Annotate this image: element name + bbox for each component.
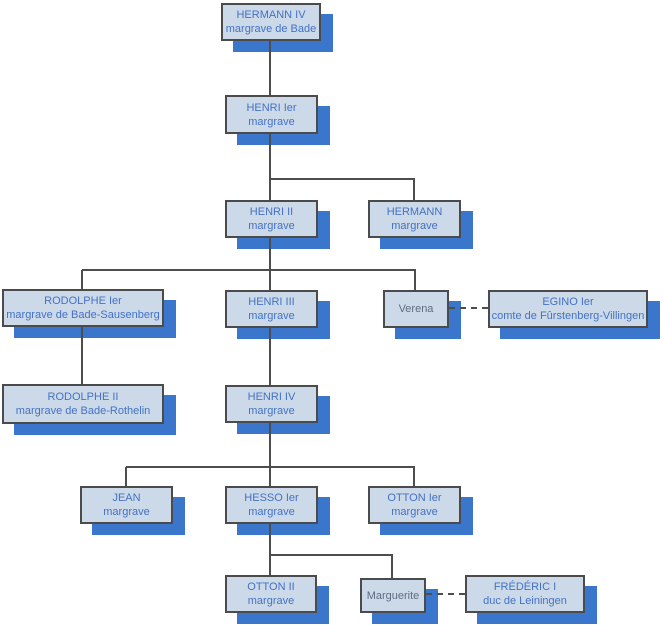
person-name: HESSO Ier	[244, 492, 299, 504]
person-name: HENRI III	[248, 296, 295, 308]
person-node-egino-ier[interactable]: EGINO Ier comte de Fûrstenberg-Villingen	[488, 290, 648, 328]
person-title: margrave	[391, 506, 438, 518]
descent-line	[126, 466, 415, 468]
person-name: HENRI IV	[247, 391, 296, 403]
person-name: HERMANN	[386, 206, 443, 218]
person-name: HENRI Ier	[246, 101, 297, 114]
person-title: comte de Fûrstenberg-Villingen	[491, 310, 645, 322]
person-title: margrave de Bade-Rothelin	[15, 405, 151, 417]
descent-line	[82, 269, 416, 271]
descent-line	[391, 555, 393, 578]
person-title: duc de Leiningen	[483, 595, 567, 607]
person-node-frederic-i[interactable]: FRÉDÉRIC I duc de Leiningen	[465, 575, 585, 613]
person-node-henri-ii[interactable]: HENRI II margrave	[225, 200, 318, 238]
person-name: HENRI II	[249, 206, 294, 218]
descent-line	[270, 178, 415, 180]
person-title: margrave	[248, 506, 295, 518]
person-title: margrave	[103, 506, 150, 518]
person-name: Marguerite	[366, 589, 420, 602]
descent-line	[269, 41, 271, 95]
person-name: OTTON II	[247, 581, 295, 593]
descent-line	[269, 524, 271, 575]
person-node-hermann[interactable]: HERMANN margrave	[368, 200, 461, 238]
person-title: margrave	[248, 115, 295, 128]
person-name: Verena	[398, 303, 434, 315]
person-title: margrave	[248, 220, 295, 232]
person-name: OTTON Ier	[387, 492, 442, 504]
person-name: RODOLPHE Ier	[44, 295, 122, 307]
marriage-dashed-line	[426, 593, 465, 595]
descent-line	[125, 467, 127, 486]
person-title: margrave de Bade	[225, 23, 317, 35]
descent-line	[81, 270, 83, 289]
person-node-rodolphe-ier[interactable]: RODOLPHE Ier margrave de Bade-Sausenberg	[2, 289, 164, 327]
descent-line	[414, 270, 416, 290]
marriage-dashed-line	[449, 307, 488, 309]
descent-line	[269, 133, 271, 200]
person-title: margrave	[247, 595, 295, 607]
person-title: margrave de Bade-Sausenberg	[6, 309, 160, 321]
person-title: margrave	[248, 310, 295, 322]
person-node-hermann-iv[interactable]: HERMANN IV margrave de Bade	[221, 3, 321, 41]
person-node-verena[interactable]: Verena	[383, 290, 449, 328]
descent-line	[413, 179, 415, 200]
person-node-otton-ier[interactable]: OTTON Ier margrave	[368, 486, 461, 524]
descent-line	[270, 554, 393, 556]
descent-line	[413, 467, 415, 486]
person-name: HERMANN IV	[236, 9, 306, 21]
person-node-rodolphe-ii[interactable]: RODOLPHE II margrave de Bade-Rothelin	[2, 384, 164, 424]
person-node-henri-iv[interactable]: HENRI IV margrave	[225, 385, 318, 423]
person-title: margrave	[391, 220, 438, 232]
person-node-jean[interactable]: JEAN margrave	[80, 486, 173, 524]
person-name: JEAN	[112, 492, 141, 504]
person-node-henri-iii[interactable]: HENRI III margrave	[225, 290, 318, 328]
descent-line	[269, 328, 271, 385]
person-name: FRÉDÉRIC I	[493, 581, 557, 593]
person-title: margrave	[248, 405, 295, 417]
person-node-otton-ii[interactable]: OTTON II margrave	[225, 575, 317, 613]
descent-line	[269, 423, 271, 486]
person-node-hesso-ier[interactable]: HESSO Ier margrave	[225, 486, 318, 524]
person-name: RODOLPHE II	[47, 391, 119, 403]
person-name: EGINO Ier	[542, 296, 594, 308]
person-node-marguerite[interactable]: Marguerite	[360, 578, 426, 613]
descent-line	[81, 327, 83, 384]
descent-line	[269, 238, 271, 290]
